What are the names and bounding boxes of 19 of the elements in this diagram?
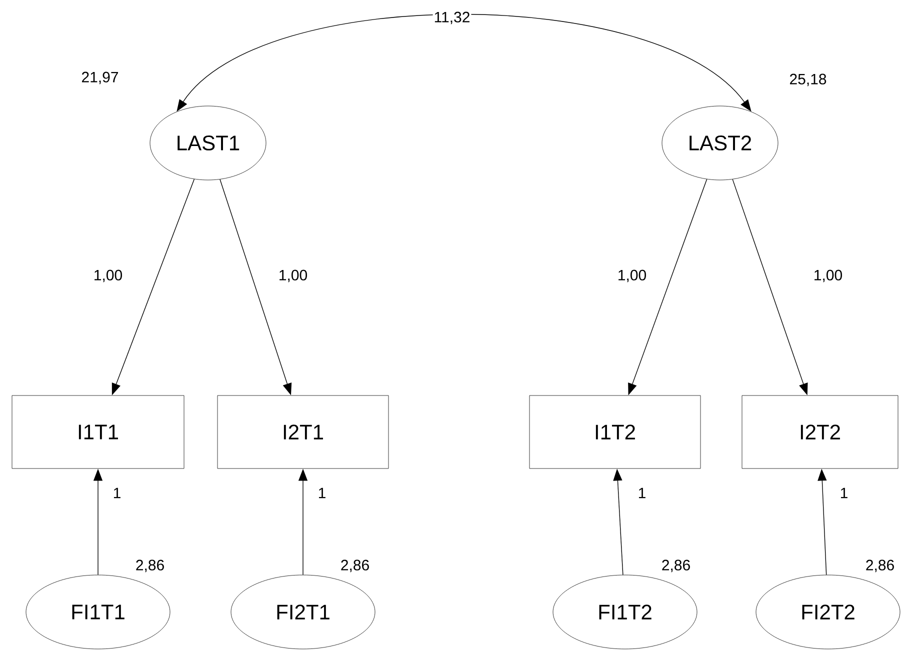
variance-label: 21,97 <box>82 72 118 84</box>
edge-label: 1,00 <box>618 270 646 282</box>
edge-label: 1 <box>114 488 120 498</box>
variance-label: 2,86 <box>662 560 690 572</box>
variance-label: 25,18 <box>790 74 826 86</box>
observed-box: I1T1 <box>12 395 184 469</box>
edge-label: 1 <box>840 488 848 498</box>
edge-label: 1 <box>638 488 646 498</box>
variance-label: 2,86 <box>866 560 894 572</box>
edge-label: 1,00 <box>280 270 307 282</box>
variance-label: 2,86 <box>341 560 369 572</box>
edge-label: 1 <box>318 488 326 498</box>
observed-box: I1T2 <box>529 395 701 469</box>
variance-label: 2,86 <box>136 560 164 572</box>
edge-label: 11,32 <box>434 12 470 24</box>
edge-label: 1,00 <box>814 270 842 282</box>
observed-box: I2T2 <box>742 395 898 469</box>
observed-box: I2T1 <box>217 395 389 469</box>
edge-label: 1,00 <box>94 270 122 282</box>
